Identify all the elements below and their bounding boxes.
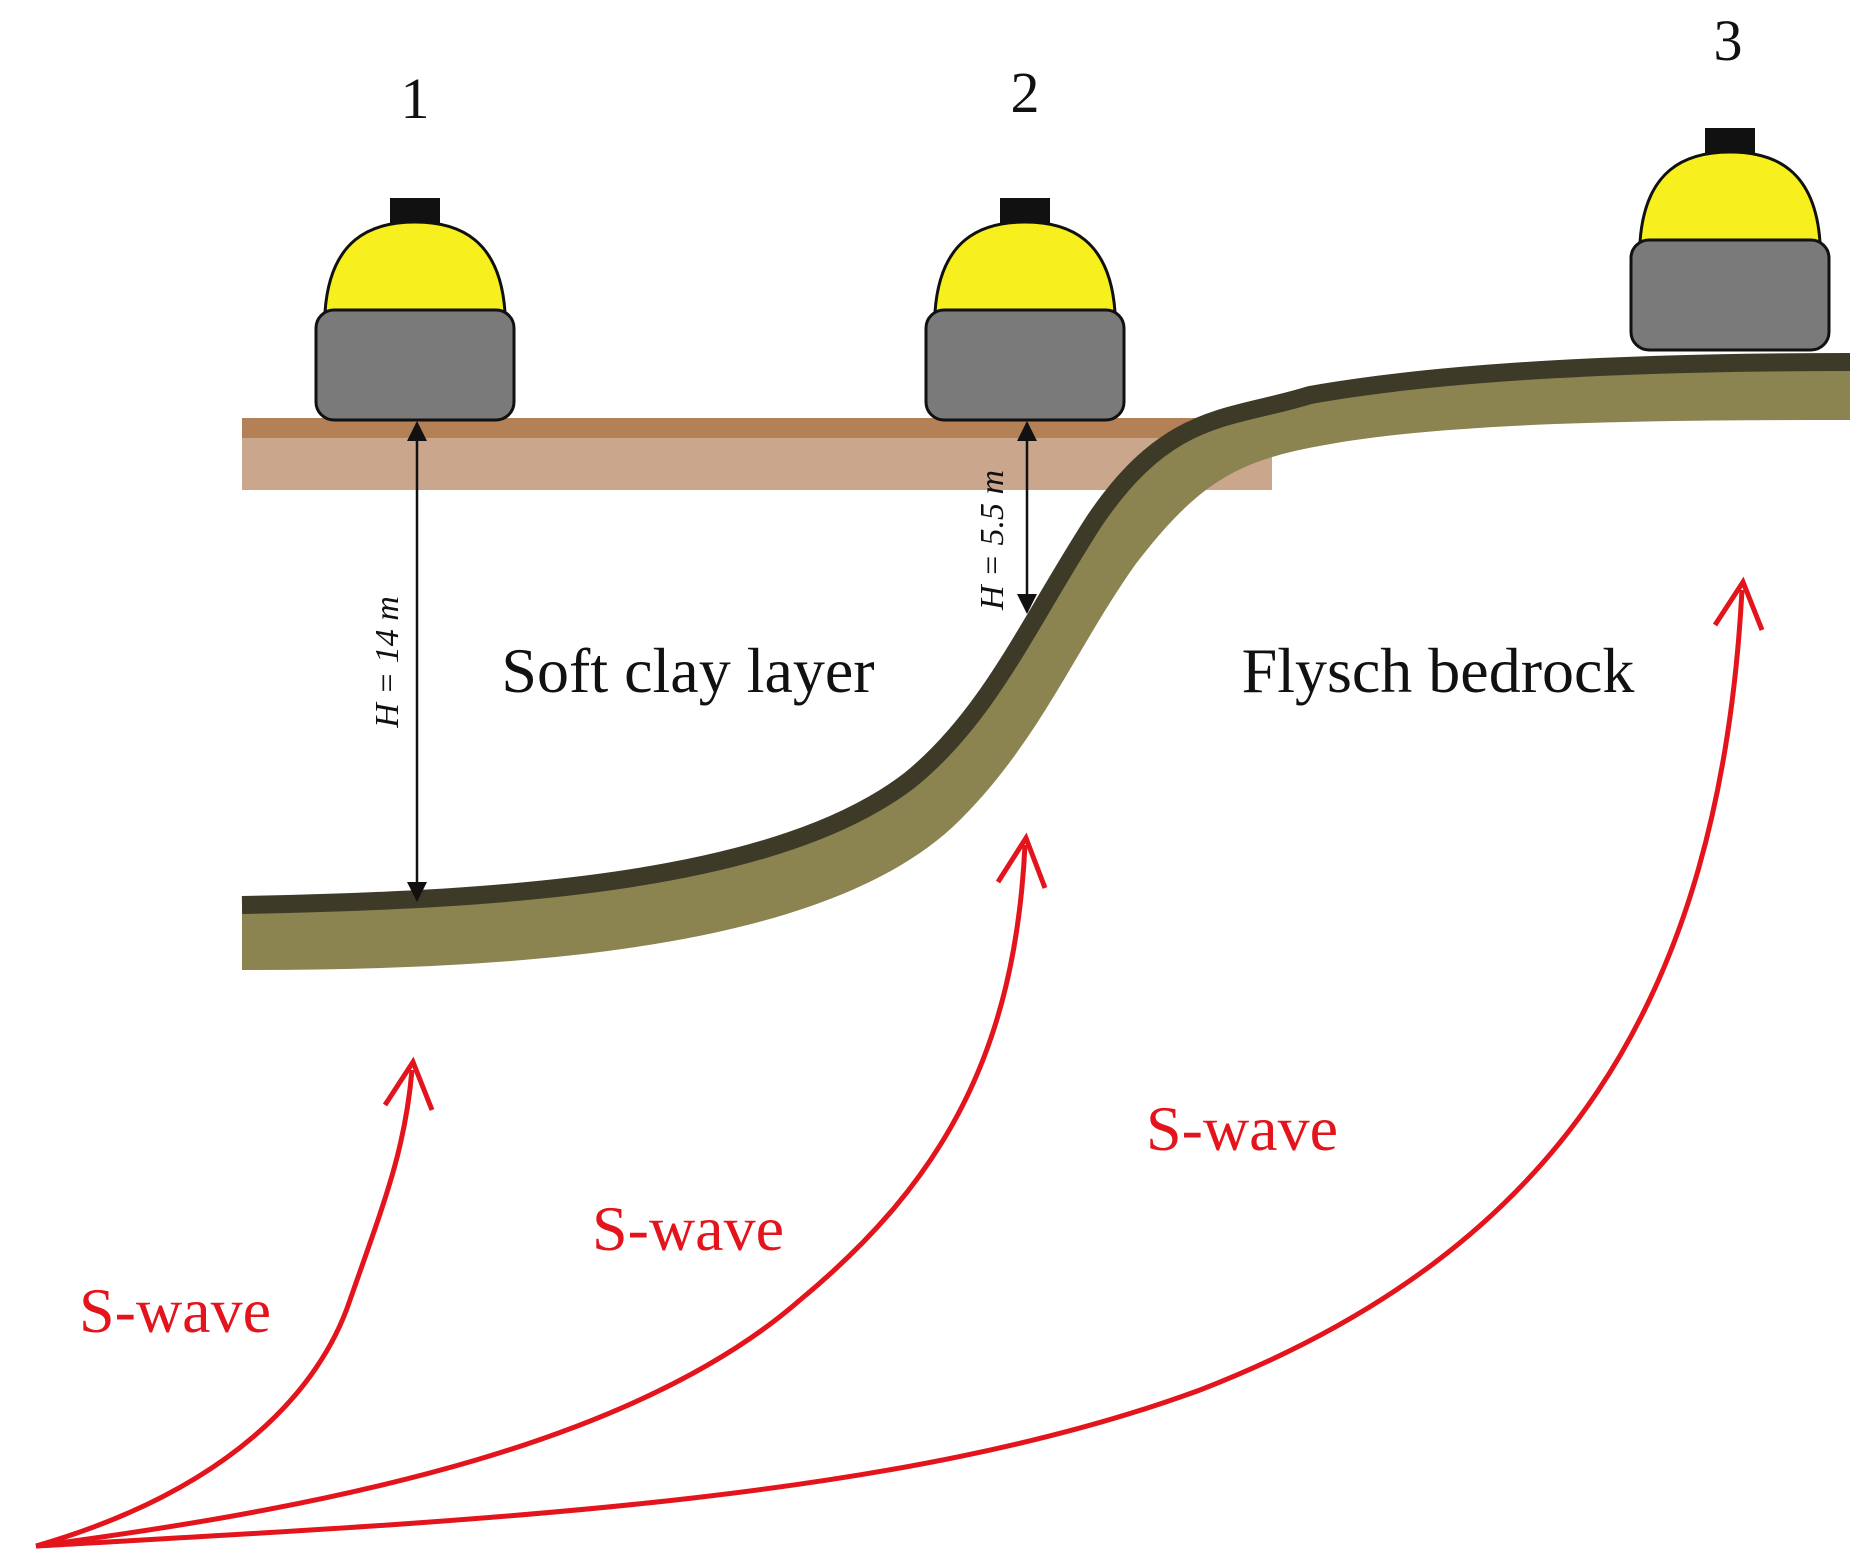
sensor-base [314, 308, 516, 422]
station-1-sensor [314, 198, 516, 422]
s-wave-label-3: S-wave [1146, 1093, 1338, 1164]
surface-soil-line [242, 418, 1272, 438]
sensor-base [924, 308, 1126, 422]
sensor-dome [1638, 150, 1822, 244]
sensor-base [1629, 238, 1831, 352]
s-wave-arrows [35, 576, 1765, 1549]
station-1-label: 1 [401, 66, 430, 131]
s-wave-arrowhead-2 [995, 832, 1048, 889]
s-wave-label-2: S-wave [592, 1193, 784, 1264]
bedrock-interface-band [242, 362, 1850, 970]
s-wave-arrow-2 [35, 844, 1028, 1549]
station-3-sensor [1629, 128, 1831, 352]
s-wave-arrow-1 [35, 1069, 415, 1549]
station-1-depth-label: H = 14 m [369, 596, 406, 729]
station-2-sensor [924, 198, 1126, 422]
station-2-depth-label: H = 5.5 m [974, 470, 1011, 611]
s-wave-arrowhead-1 [382, 1056, 435, 1111]
soft-clay-layer-label: Soft clay layer [501, 635, 874, 706]
sensor-dome [933, 220, 1117, 314]
s-wave-arrowhead-3 [1712, 576, 1765, 631]
station-3-label: 3 [1714, 8, 1743, 73]
sensor-dome [323, 220, 507, 314]
bedrock-interface-edge [241, 353, 1851, 914]
station-2-label: 2 [1011, 60, 1040, 125]
s-wave-label-1: S-wave [79, 1275, 271, 1346]
bedrock-label: Flysch bedrock [1242, 635, 1635, 706]
s-wave-arrow-3 [35, 589, 1745, 1549]
